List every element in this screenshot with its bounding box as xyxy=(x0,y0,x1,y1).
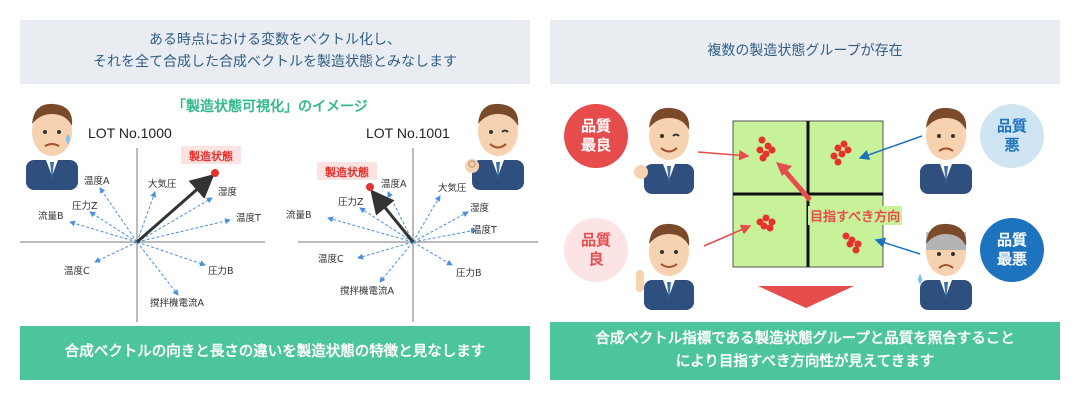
quality-worst-badge: 品質 最悪 xyxy=(980,218,1044,282)
lot1-label: LOT No.1000 xyxy=(88,125,172,141)
lot1-state-label-bg xyxy=(181,146,241,164)
lot2-var-pressure-b: 圧力B xyxy=(456,267,482,279)
sad-businessman-avatar xyxy=(920,107,972,194)
lot1-composite-vector xyxy=(136,174,215,244)
distressed-businessman-avatar xyxy=(918,223,972,310)
lot2-state-label: 製造状態 xyxy=(324,165,369,179)
lot2-var-temp-a: 温度A xyxy=(381,178,407,190)
left-header-line2: それを全て合成した合成ベクトルを製造状態とみなします xyxy=(93,54,457,70)
quality-good-label: 品質 良 xyxy=(580,231,611,268)
left-header-line1: ある時点における変数をベクトル化し、 xyxy=(149,32,401,49)
lot1-var-atm: 大気圧 xyxy=(148,178,177,190)
direction-arrow xyxy=(782,168,812,202)
lot1-var-pressure-b: 圧力B xyxy=(208,265,234,277)
lot2-var-labels: 温度A 大気圧 湿度 温度T 圧力Z 流量B 温度C 圧力B 撹拌機電流A xyxy=(286,178,497,297)
cluster-good xyxy=(756,214,776,232)
lot1-vectors xyxy=(69,187,231,296)
lot1-var-pressure-z: 圧力Z xyxy=(72,200,98,212)
lot1-var-temp-a: 温度A xyxy=(84,175,110,187)
right-footer-line2: により目指すべき方向性が見えてきます xyxy=(675,354,935,370)
ok-sign-businessman-avatar xyxy=(634,107,694,194)
cluster-bad xyxy=(830,140,852,166)
quality-best-label: 品質 最良 xyxy=(580,117,611,154)
lot2-var-humidity: 湿度 xyxy=(470,202,490,214)
cluster-worst xyxy=(842,232,862,254)
lot2-vectors xyxy=(327,191,477,283)
lot1-var-labels: 温度A 大気圧 湿度 温度T 圧力Z 流量B 温度C 圧力B 撹拌機電流A xyxy=(38,175,261,309)
lot2-state-dot xyxy=(366,183,374,191)
lot1-var-stir-current-a: 撹拌機電流A xyxy=(150,297,205,309)
vector-diagrams: 温度A 大気圧 湿度 温度T 圧力Z 流量B 温度C 圧力B 撹拌機電流A 製造… xyxy=(20,146,538,322)
lot2-var-atm: 大気圧 xyxy=(438,182,467,194)
cluster-best xyxy=(756,136,776,162)
lot1-var-temp-c: 温度C xyxy=(64,265,90,277)
lot2-composite-vector xyxy=(370,189,415,243)
lot2-var-pressure-z: 圧力Z xyxy=(338,196,364,208)
lot2-var-temp-t: 温度T xyxy=(472,224,497,236)
down-arrow xyxy=(758,286,854,308)
quality-quadrant-chart xyxy=(732,120,884,268)
lot1-state-dot xyxy=(211,169,219,177)
quality-bad-label: 品質 悪 xyxy=(996,117,1027,154)
image-title: 「製造状態可視化」のイメージ xyxy=(172,99,368,115)
worried-businessman-avatar xyxy=(26,103,78,190)
lot2-axes xyxy=(298,148,538,322)
lot1-state-label: 製造状態 xyxy=(188,149,233,163)
pointing-businessman-avatar xyxy=(636,223,694,310)
lot2-var-flow-b: 流量B xyxy=(286,209,312,221)
lot2-state-label-bg xyxy=(317,162,377,180)
lot2-var-stir-current-a: 撹拌機電流A xyxy=(340,285,395,297)
right-footer-line1: 合成ベクトル指標である製造状態グループと品質を照合すること xyxy=(595,330,1015,347)
direction-arrow-head xyxy=(776,162,792,176)
quality-best-badge: 品質 最良 xyxy=(564,104,628,168)
pointer-arrows xyxy=(697,135,923,255)
lot2-label: LOT No.1001 xyxy=(366,125,450,141)
lot1-var-flow-b: 流量B xyxy=(38,210,64,222)
right-header: 複数の製造状態グループが存在 xyxy=(550,20,1060,84)
direction-label: 目指すべき方向 xyxy=(808,206,903,225)
lot1-axes xyxy=(20,148,265,322)
right-footer: 合成ベクトル指標である製造状態グループと品質を照合すること により目指すべき方向… xyxy=(550,322,1060,380)
lot1-var-temp-t: 温度T xyxy=(236,212,261,224)
quality-bad-badge: 品質 悪 xyxy=(980,104,1044,168)
lot2-var-temp-c: 温度C xyxy=(318,253,344,265)
quality-worst-label: 品質 最悪 xyxy=(996,231,1027,268)
left-footer: 合成ベクトルの向きと長さの違いを製造状態の特徴と見なします xyxy=(20,326,530,380)
quality-good-badge: 品質 良 xyxy=(564,218,628,282)
happy-businessman-avatar xyxy=(465,103,524,190)
left-header: ある時点における変数をベクトル化し、 それを全て合成した合成ベクトルを製造状態と… xyxy=(20,20,530,84)
lot1-var-humidity: 湿度 xyxy=(218,186,238,198)
